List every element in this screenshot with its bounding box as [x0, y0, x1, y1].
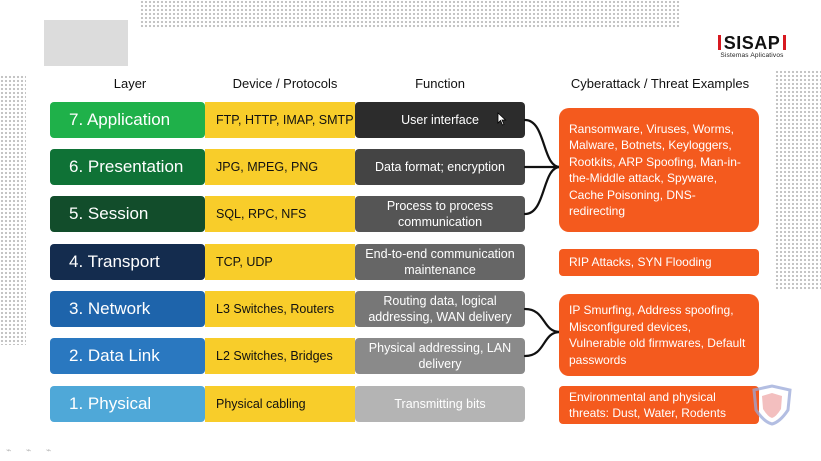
header-function: Function — [415, 76, 465, 91]
bracket-lower — [523, 307, 562, 358]
header-layer: Layer — [113, 76, 147, 91]
logo-bar-right — [783, 35, 787, 50]
function-application: User interface — [355, 102, 525, 138]
bracket-upper — [523, 118, 562, 216]
function-presentation: Data format; encryption — [355, 149, 525, 185]
halftone-pattern-top — [140, 0, 680, 28]
function-network: Routing data, logical addressing, WAN de… — [355, 291, 525, 327]
device-data-link: L2 Switches, Bridges — [205, 338, 355, 374]
function-transport: End-to-end communication maintenance — [355, 244, 525, 280]
layer-presentation: 6. Presentation — [50, 149, 205, 185]
layer-session: 5. Session — [50, 196, 205, 232]
layer-transport: 4. Transport — [50, 244, 205, 280]
device-network: L3 Switches, Routers — [205, 291, 355, 327]
header-threat: Cyberattack / Threat Examples — [570, 76, 750, 91]
threat-network-datalink: IP Smurfing, Address spoofing, Misconfig… — [559, 294, 759, 376]
halftone-pattern-left — [0, 75, 26, 345]
grey-block-decoration — [44, 20, 128, 66]
threat-transport: RIP Attacks, SYN Flooding — [559, 249, 759, 276]
function-physical: Transmitting bits — [355, 386, 525, 422]
header-device: Device / Protocols — [232, 76, 338, 91]
logo-name: SISAP — [723, 33, 781, 53]
layer-data-link: 2. Data Link — [50, 338, 205, 374]
halftone-pattern-right — [775, 70, 821, 290]
threat-physical: Environmental and physical threats: Dust… — [559, 386, 759, 424]
function-data-link: Physical addressing, LAN delivery — [355, 338, 525, 374]
layer-physical: 1. Physical — [50, 386, 205, 422]
device-session: SQL, RPC, NFS — [205, 196, 355, 232]
shield-logo-icon — [752, 384, 792, 426]
device-transport: TCP, UDP — [205, 244, 355, 280]
threat-upper-layers: Ransomware, Viruses, Worms, Malware, Bot… — [559, 108, 759, 232]
bottom-marks: ⌁ ⌁ ⌁ — [6, 445, 58, 455]
logo-subtitle: Sistemas Aplicativos — [720, 52, 784, 59]
sisap-logo: SISAP Sistemas Aplicativos — [711, 34, 793, 59]
layer-network: 3. Network — [50, 291, 205, 327]
device-presentation: JPG, MPEG, PNG — [205, 149, 355, 185]
device-physical: Physical cabling — [205, 386, 355, 422]
layer-application: 7. Application — [50, 102, 205, 138]
function-session: Process to process communication — [355, 196, 525, 232]
logo-bar-left — [717, 35, 721, 50]
device-application: FTP, HTTP, IMAP, SMTP — [205, 102, 355, 138]
mouse-cursor-icon — [497, 112, 507, 126]
